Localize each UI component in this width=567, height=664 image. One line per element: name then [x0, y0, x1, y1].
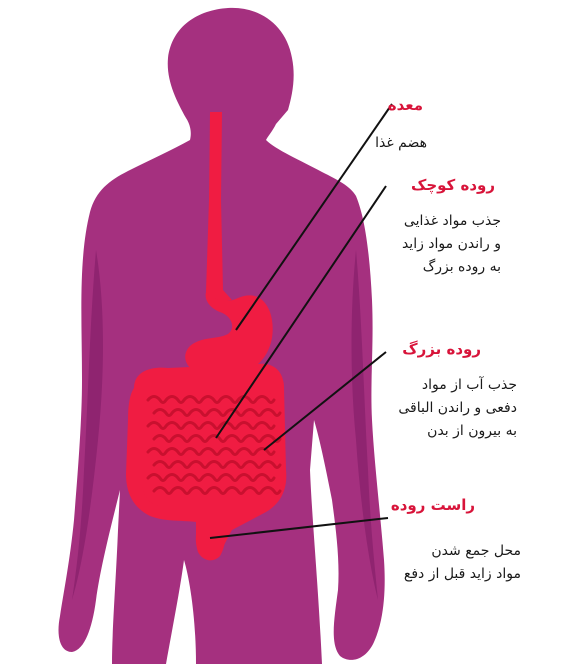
- large-intestine-description-line: به بیرون از بدن: [398, 420, 517, 443]
- large-intestine-description-line: دفعی و راندن الباقی: [398, 397, 517, 420]
- body-silhouette: [59, 8, 385, 664]
- large-intestine-title: روده بزرگ: [402, 340, 481, 358]
- small-intestine-description-line: به روده بزرگ: [402, 256, 501, 279]
- rectum-description: محل جمع شدن مواد زاید قبل از دفع: [404, 540, 521, 586]
- stomach-description: هضم غذا: [375, 132, 427, 155]
- stomach-title: معده: [388, 96, 423, 114]
- stomach-description-line: هضم غذا: [375, 132, 427, 155]
- rectum-title: راست روده: [391, 496, 475, 514]
- small-intestine-title: روده کوچک: [411, 176, 495, 194]
- large-intestine-description: جذب آب از مواد دفعی و راندن الباقی به بی…: [398, 374, 517, 443]
- small-intestine-description-line: و راندن مواد زاید: [402, 233, 501, 256]
- small-intestine-description-line: جذب مواد غذایی: [402, 210, 501, 233]
- large-intestine-description-line: جذب آب از مواد: [398, 374, 517, 397]
- rectum-description-line: مواد زاید قبل از دفع: [404, 563, 521, 586]
- small-intestine-description: جذب مواد غذایی و راندن مواد زاید به روده…: [402, 210, 501, 279]
- rectum-description-line: محل جمع شدن: [404, 540, 521, 563]
